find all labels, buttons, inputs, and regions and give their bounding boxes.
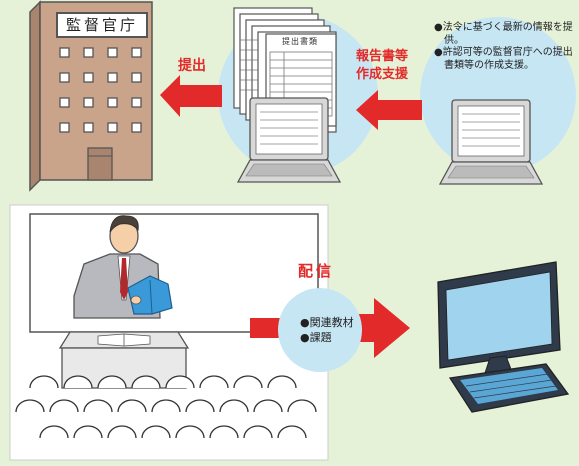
building-sign: 監督官庁 [56,12,148,38]
deliver-label: 配信 [298,262,335,280]
laptop-icon-2 [438,99,544,185]
info-bullet-item: ●法令に基づく最新の情報を提供。 [434,22,574,47]
bullet-mark: ● [434,22,443,33]
info-bullet-item: ●許認可等の監督官庁への提出書類等の作成支援。 [434,47,574,72]
desktop-computer-icon [437,261,570,413]
content-bullet-item: ●課題 [300,330,354,345]
info-bullet-text: 法令に基づく最新の情報を提供。 [442,22,573,46]
info-bullet-list: ●法令に基づく最新の情報を提供。 ●許認可等の監督官庁への提出書類等の作成支援。 [434,22,574,72]
classroom-illustration [9,204,329,461]
deliver-arrow-right [356,298,410,358]
content-circle [278,288,362,372]
bullet-mark: ● [300,316,310,329]
info-bullet-text: 許認可等の監督官庁への提出書類等の作成支援。 [442,47,573,71]
laptop-icon-1 [236,97,342,183]
support-label-line1: 報告書等 [356,49,409,64]
support-label-line2: 作成支援 [356,67,409,82]
content-bullet-text: 課題 [309,331,332,344]
submit-label: 提出 [178,58,206,74]
deliver-arrow-left-bar [250,318,284,338]
submit-arrow [160,75,222,117]
document-title: 提出書類 [282,37,318,46]
bullet-mark: ● [300,331,310,344]
content-bullet-list: ●関連教材 ●課題 [300,315,354,345]
content-bullet-text: 関連教材 [309,316,354,329]
bullet-mark: ● [434,47,443,58]
content-bullet-item: ●関連教材 [300,315,354,330]
support-label: 報告書等 作成支援 [356,48,408,84]
support-arrow [356,90,422,130]
